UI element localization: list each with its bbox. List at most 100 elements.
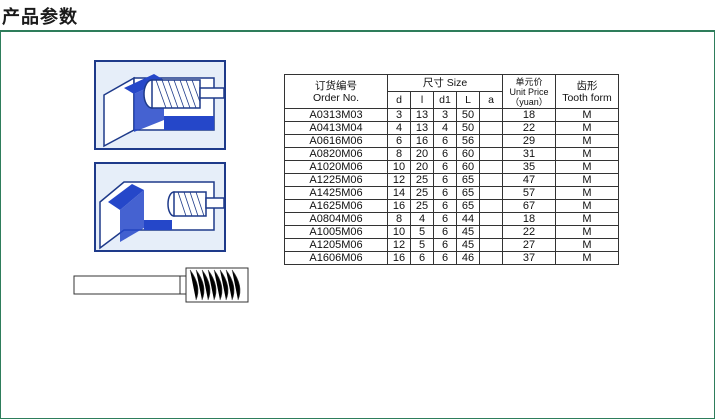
header-order-cn: 订货编号 [315, 79, 357, 92]
cell-L: 50 [456, 121, 480, 135]
cell-L: 45 [456, 225, 480, 239]
cell-tooth: M [555, 160, 619, 174]
cell-tooth: M [555, 212, 619, 226]
cell-price: 29 [502, 134, 556, 148]
cell-l: 25 [410, 173, 434, 187]
cell-d1: 3 [433, 108, 457, 122]
cell-tooth: M [555, 134, 619, 148]
header-unit-price: 单元价 Unit Price （yuan） [502, 74, 556, 109]
cell-l: 20 [410, 147, 434, 161]
header-d1: d1 [433, 91, 457, 109]
section-header: 产品参数 [0, 0, 715, 32]
cell-l: 25 [410, 199, 434, 213]
cell-price: 22 [502, 225, 556, 239]
cell-l: 25 [410, 186, 434, 200]
header-price-cn: 单元价 [515, 76, 543, 87]
cell-a [479, 212, 503, 226]
cell-tooth: M [555, 108, 619, 122]
cell-price: 37 [502, 251, 556, 265]
cell-order: A0820M06 [284, 147, 388, 161]
cell-tooth: M [555, 147, 619, 161]
cell-a [479, 238, 503, 252]
header-order-en: Order No. [312, 91, 360, 104]
cell-order: A0616M06 [284, 134, 388, 148]
cell-tooth: M [555, 173, 619, 187]
cell-a [479, 186, 503, 200]
cell-a [479, 199, 503, 213]
cell-l: 5 [410, 225, 434, 239]
cell-order: A1425M06 [284, 186, 388, 200]
cell-d: 16 [387, 251, 411, 265]
cell-L: 46 [456, 251, 480, 265]
illustration-slot-usage-middle [94, 162, 226, 252]
cell-price: 18 [502, 108, 556, 122]
cell-l: 20 [410, 160, 434, 174]
cell-d1: 6 [433, 160, 457, 174]
cell-a [479, 160, 503, 174]
cell-a [479, 134, 503, 148]
cell-d: 14 [387, 186, 411, 200]
cell-d: 12 [387, 173, 411, 187]
cell-l: 5 [410, 238, 434, 252]
cell-L: 65 [456, 186, 480, 200]
cell-L: 44 [456, 212, 480, 226]
cell-price: 67 [502, 199, 556, 213]
cell-a [479, 147, 503, 161]
cell-order: A1625M06 [284, 199, 388, 213]
illustration-slot-usage-top [94, 60, 226, 150]
cell-d: 3 [387, 108, 411, 122]
cell-order: A1225M06 [284, 173, 388, 187]
cell-order: A1205M06 [284, 238, 388, 252]
header-size: 尺寸 Size [387, 74, 503, 92]
cell-price: 47 [502, 173, 556, 187]
cell-d1: 6 [433, 173, 457, 187]
cell-price: 57 [502, 186, 556, 200]
cell-L: 56 [456, 134, 480, 148]
header-L: L [456, 91, 480, 109]
header-d: d [387, 91, 411, 109]
cell-tooth: M [555, 186, 619, 200]
cell-d: 8 [387, 147, 411, 161]
cell-d: 8 [387, 212, 411, 226]
cell-l: 16 [410, 134, 434, 148]
section-title: 产品参数 [2, 7, 78, 27]
cell-d1: 6 [433, 251, 457, 265]
header-tooth-cn: 齿形 [576, 79, 598, 92]
cell-d1: 6 [433, 147, 457, 161]
cell-a [479, 108, 503, 122]
cell-L: 65 [456, 173, 480, 187]
table-subheader-row: d l d1 L a [285, 91, 619, 109]
header-order-no: 订货编号 Order No. [284, 74, 388, 109]
spec-table: 订货编号 Order No. 尺寸 Size 单元价 Unit Price （y… [284, 74, 619, 265]
cell-order: A1606M06 [284, 251, 388, 265]
cell-a [479, 225, 503, 239]
header-tooth-en: Tooth form [562, 91, 612, 104]
cell-price: 22 [502, 121, 556, 135]
cell-d: 10 [387, 160, 411, 174]
cell-price: 31 [502, 147, 556, 161]
cell-l: 13 [410, 121, 434, 135]
cell-d1: 6 [433, 134, 457, 148]
cell-d1: 6 [433, 238, 457, 252]
cell-l: 4 [410, 212, 434, 226]
cell-L: 50 [456, 108, 480, 122]
cell-d1: 6 [433, 212, 457, 226]
cell-L: 45 [456, 238, 480, 252]
cell-l: 13 [410, 108, 434, 122]
header-price-unit: （yuan） [510, 96, 548, 107]
header-price-en: Unit Price [509, 86, 549, 97]
header-l: l [410, 91, 434, 109]
illustration-burr-side-view [73, 267, 249, 303]
cell-d: 10 [387, 225, 411, 239]
